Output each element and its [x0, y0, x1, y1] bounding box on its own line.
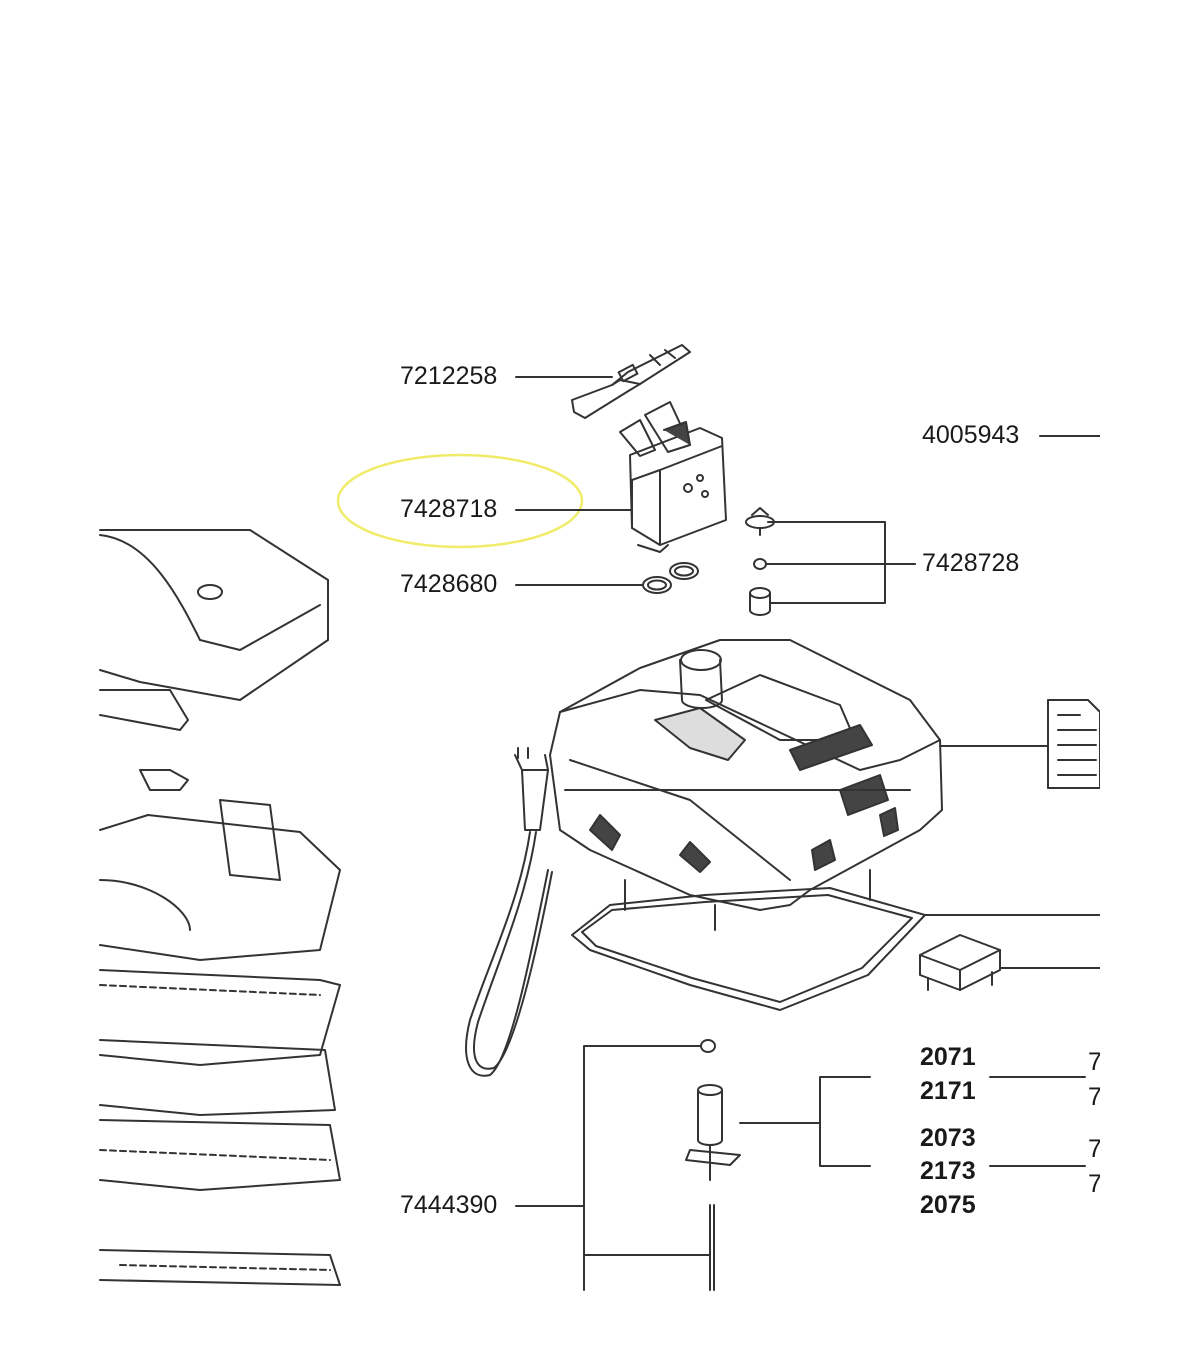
part-number-7428728: 7428728: [922, 549, 1020, 577]
power-cord-part: [466, 748, 552, 1076]
model-2073: 2073: [920, 1124, 976, 1152]
cut-label-4: 7: [1088, 1170, 1102, 1198]
filter-canister-part: [100, 530, 340, 1285]
o-rings-part: [643, 563, 698, 593]
small-parts: [746, 508, 774, 615]
impeller-part: [686, 1040, 740, 1290]
leader-lines: [515, 376, 1101, 1291]
model-2173: 2173: [920, 1157, 976, 1185]
cut-label-2: 7: [1088, 1083, 1102, 1111]
right-crop-mask: [1100, 0, 1200, 1372]
document-icon: [1048, 700, 1100, 788]
model-2171: 2171: [920, 1077, 976, 1105]
cut-label-3: 7: [1088, 1135, 1102, 1163]
model-2075: 2075: [920, 1191, 976, 1219]
small-box-part: [920, 935, 1000, 990]
clip-part: [572, 345, 690, 418]
part-number-7428718: 7428718: [400, 495, 498, 523]
part-number-7428680: 7428680: [400, 570, 498, 598]
pump-head-part: [550, 640, 942, 930]
highlight-ellipse: [336, 453, 584, 549]
cut-label-1: 7: [1088, 1048, 1102, 1076]
model-2071: 2071: [920, 1043, 976, 1071]
gasket-part: [572, 888, 925, 1010]
part-number-4005943: 4005943: [922, 421, 1020, 449]
part-number-7212258: 7212258: [400, 362, 498, 390]
part-number-7444390: 7444390: [400, 1191, 498, 1219]
valve-assembly-part: [620, 402, 726, 552]
